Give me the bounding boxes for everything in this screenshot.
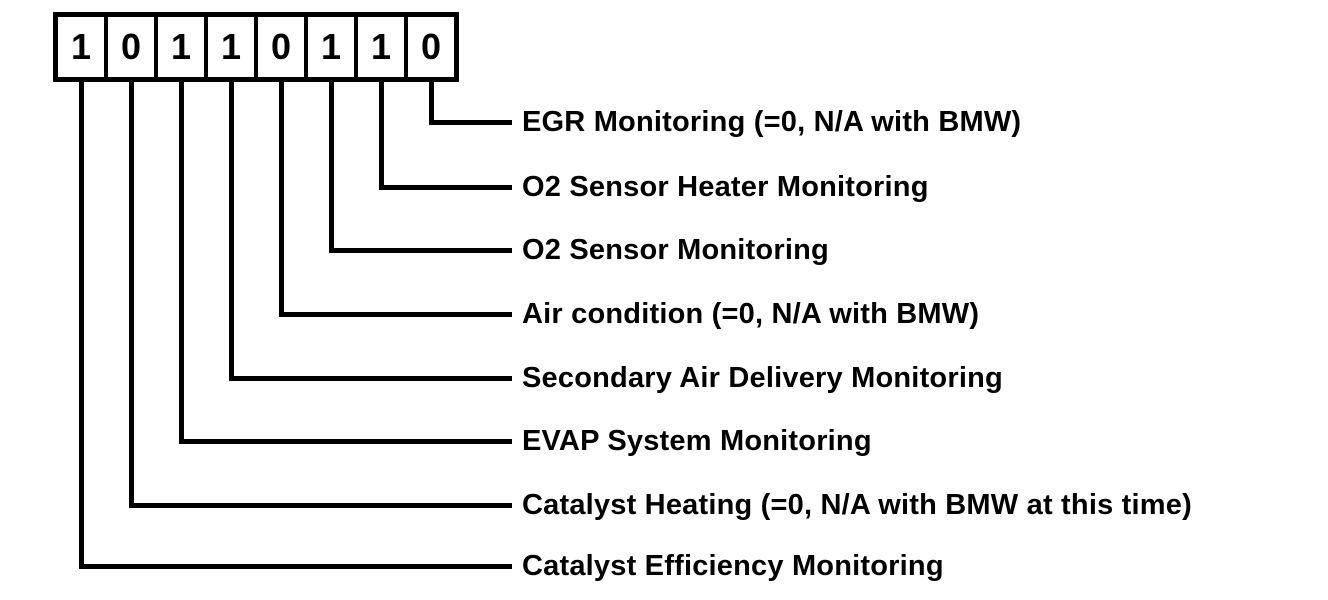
bit-cell: 1	[354, 17, 404, 77]
bit-cell: 1	[204, 17, 254, 77]
leader-line-horizontal	[129, 503, 512, 508]
bit-label: O2 Sensor Heater Monitoring	[522, 171, 929, 203]
bit-value: 0	[120, 26, 142, 67]
bit-value: 1	[70, 26, 92, 67]
bit-label: Catalyst Efficiency Monitoring	[522, 550, 944, 582]
bit-value: 0	[270, 26, 292, 67]
leader-line-horizontal	[229, 376, 512, 381]
leader-line-vertical	[179, 80, 184, 444]
bit-label: EGR Monitoring (=0, N/A with BMW)	[522, 106, 1022, 138]
leader-line-vertical	[129, 80, 134, 508]
leader-line-horizontal	[379, 185, 512, 190]
bit-cell: 0	[404, 17, 454, 77]
bit-label: O2 Sensor Monitoring	[522, 234, 829, 266]
leader-line-horizontal	[279, 312, 512, 317]
bit-label: EVAP System Monitoring	[522, 425, 872, 457]
leader-line-vertical	[429, 80, 434, 125]
bit-value: 1	[370, 26, 392, 67]
bit-cell: 1	[154, 17, 204, 77]
leader-line-vertical	[329, 80, 334, 253]
bit-label: Air condition (=0, N/A with BMW)	[522, 298, 980, 330]
leader-line-vertical	[79, 80, 84, 569]
leader-line-horizontal	[329, 248, 512, 253]
leader-line-vertical	[279, 80, 284, 317]
bit-cell: 1	[58, 17, 104, 77]
leader-line-vertical	[379, 80, 384, 190]
bit-value: 1	[320, 26, 342, 67]
bit-label: Secondary Air Delivery Monitoring	[522, 362, 1003, 394]
leader-line-horizontal	[79, 564, 512, 569]
byte-box: 1 0 1 1 0 1 1 0	[53, 12, 459, 82]
bit-cell: 0	[254, 17, 304, 77]
bit-label: Catalyst Heating (=0, N/A with BMW at th…	[522, 489, 1192, 521]
leader-line-vertical	[229, 80, 234, 381]
leader-line-horizontal	[179, 439, 512, 444]
leader-line-horizontal	[429, 120, 512, 125]
bit-value: 1	[170, 26, 192, 67]
bit-cell: 1	[304, 17, 354, 77]
bit-value: 1	[220, 26, 242, 67]
bit-value: 0	[420, 26, 442, 67]
bit-cell: 0	[104, 17, 154, 77]
